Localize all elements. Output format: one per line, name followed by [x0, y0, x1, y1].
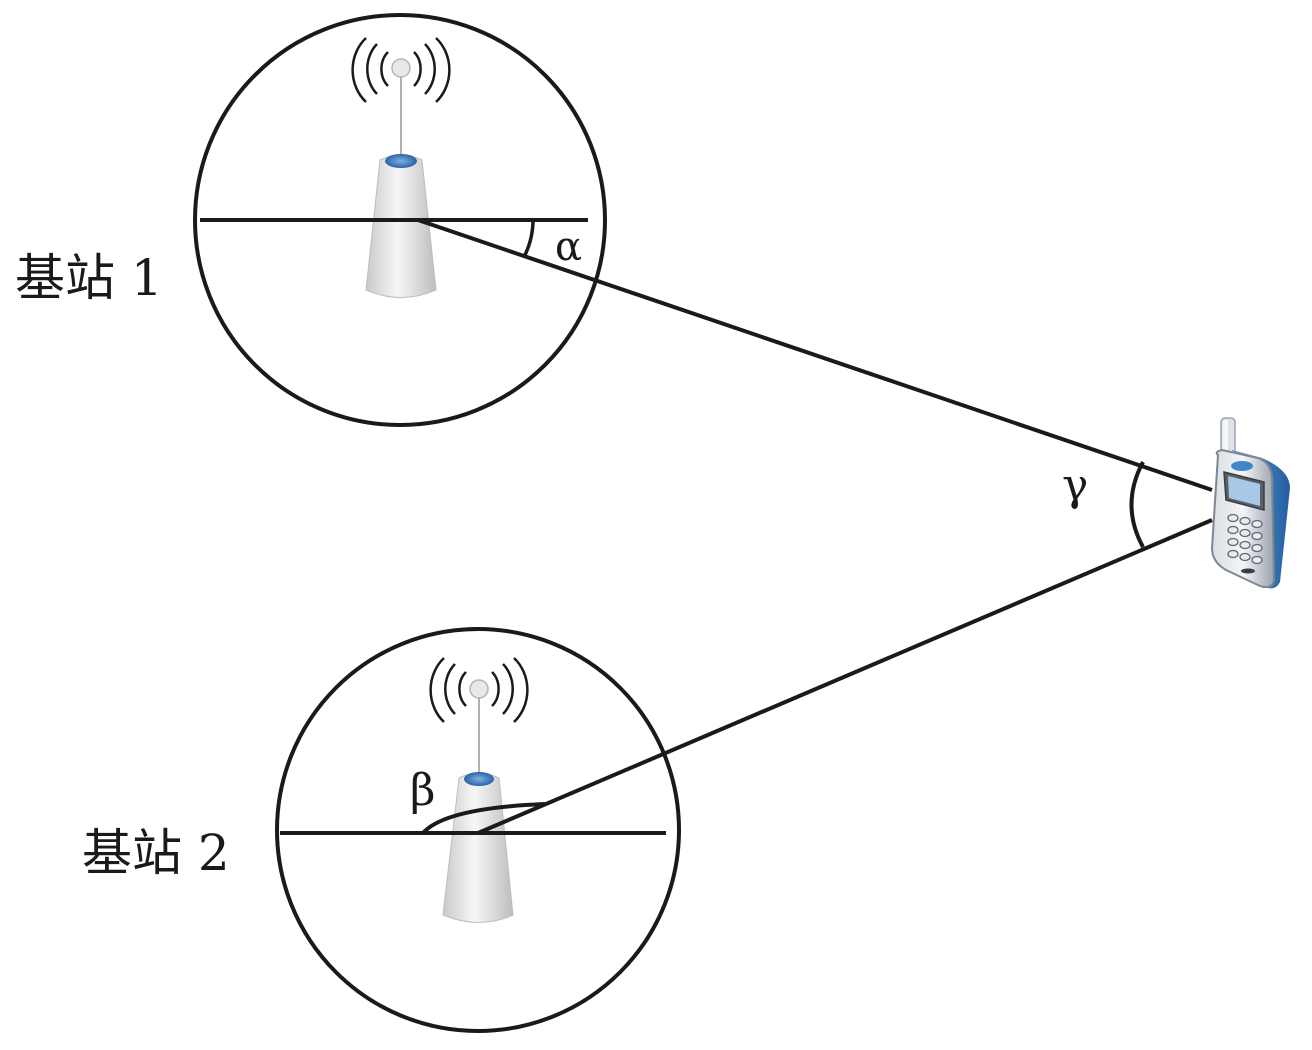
beta-label: β: [410, 765, 435, 816]
cell-tower-icon: [429, 657, 529, 923]
station-2-label: 基站 2: [82, 824, 230, 882]
station-2: β 基站 2: [82, 627, 681, 1033]
mobile-phone-icon: [1210, 417, 1290, 589]
gamma-label: γ: [1062, 460, 1088, 511]
alpha-arc: [523, 219, 535, 256]
cell-tower-icon: [351, 37, 451, 298]
station-2-range-circle: [275, 627, 681, 1033]
alpha-label: α: [555, 224, 582, 270]
station-1-range-circle: [193, 13, 607, 427]
line-station1-to-phone: [417, 218, 1213, 492]
station-1-label: 基站 1: [15, 249, 163, 307]
line-station2-to-phone: [477, 518, 1213, 835]
beta-arc: [421, 802, 546, 835]
gamma-arc: [1129, 461, 1145, 548]
station-1: α 基站 1: [15, 13, 607, 427]
